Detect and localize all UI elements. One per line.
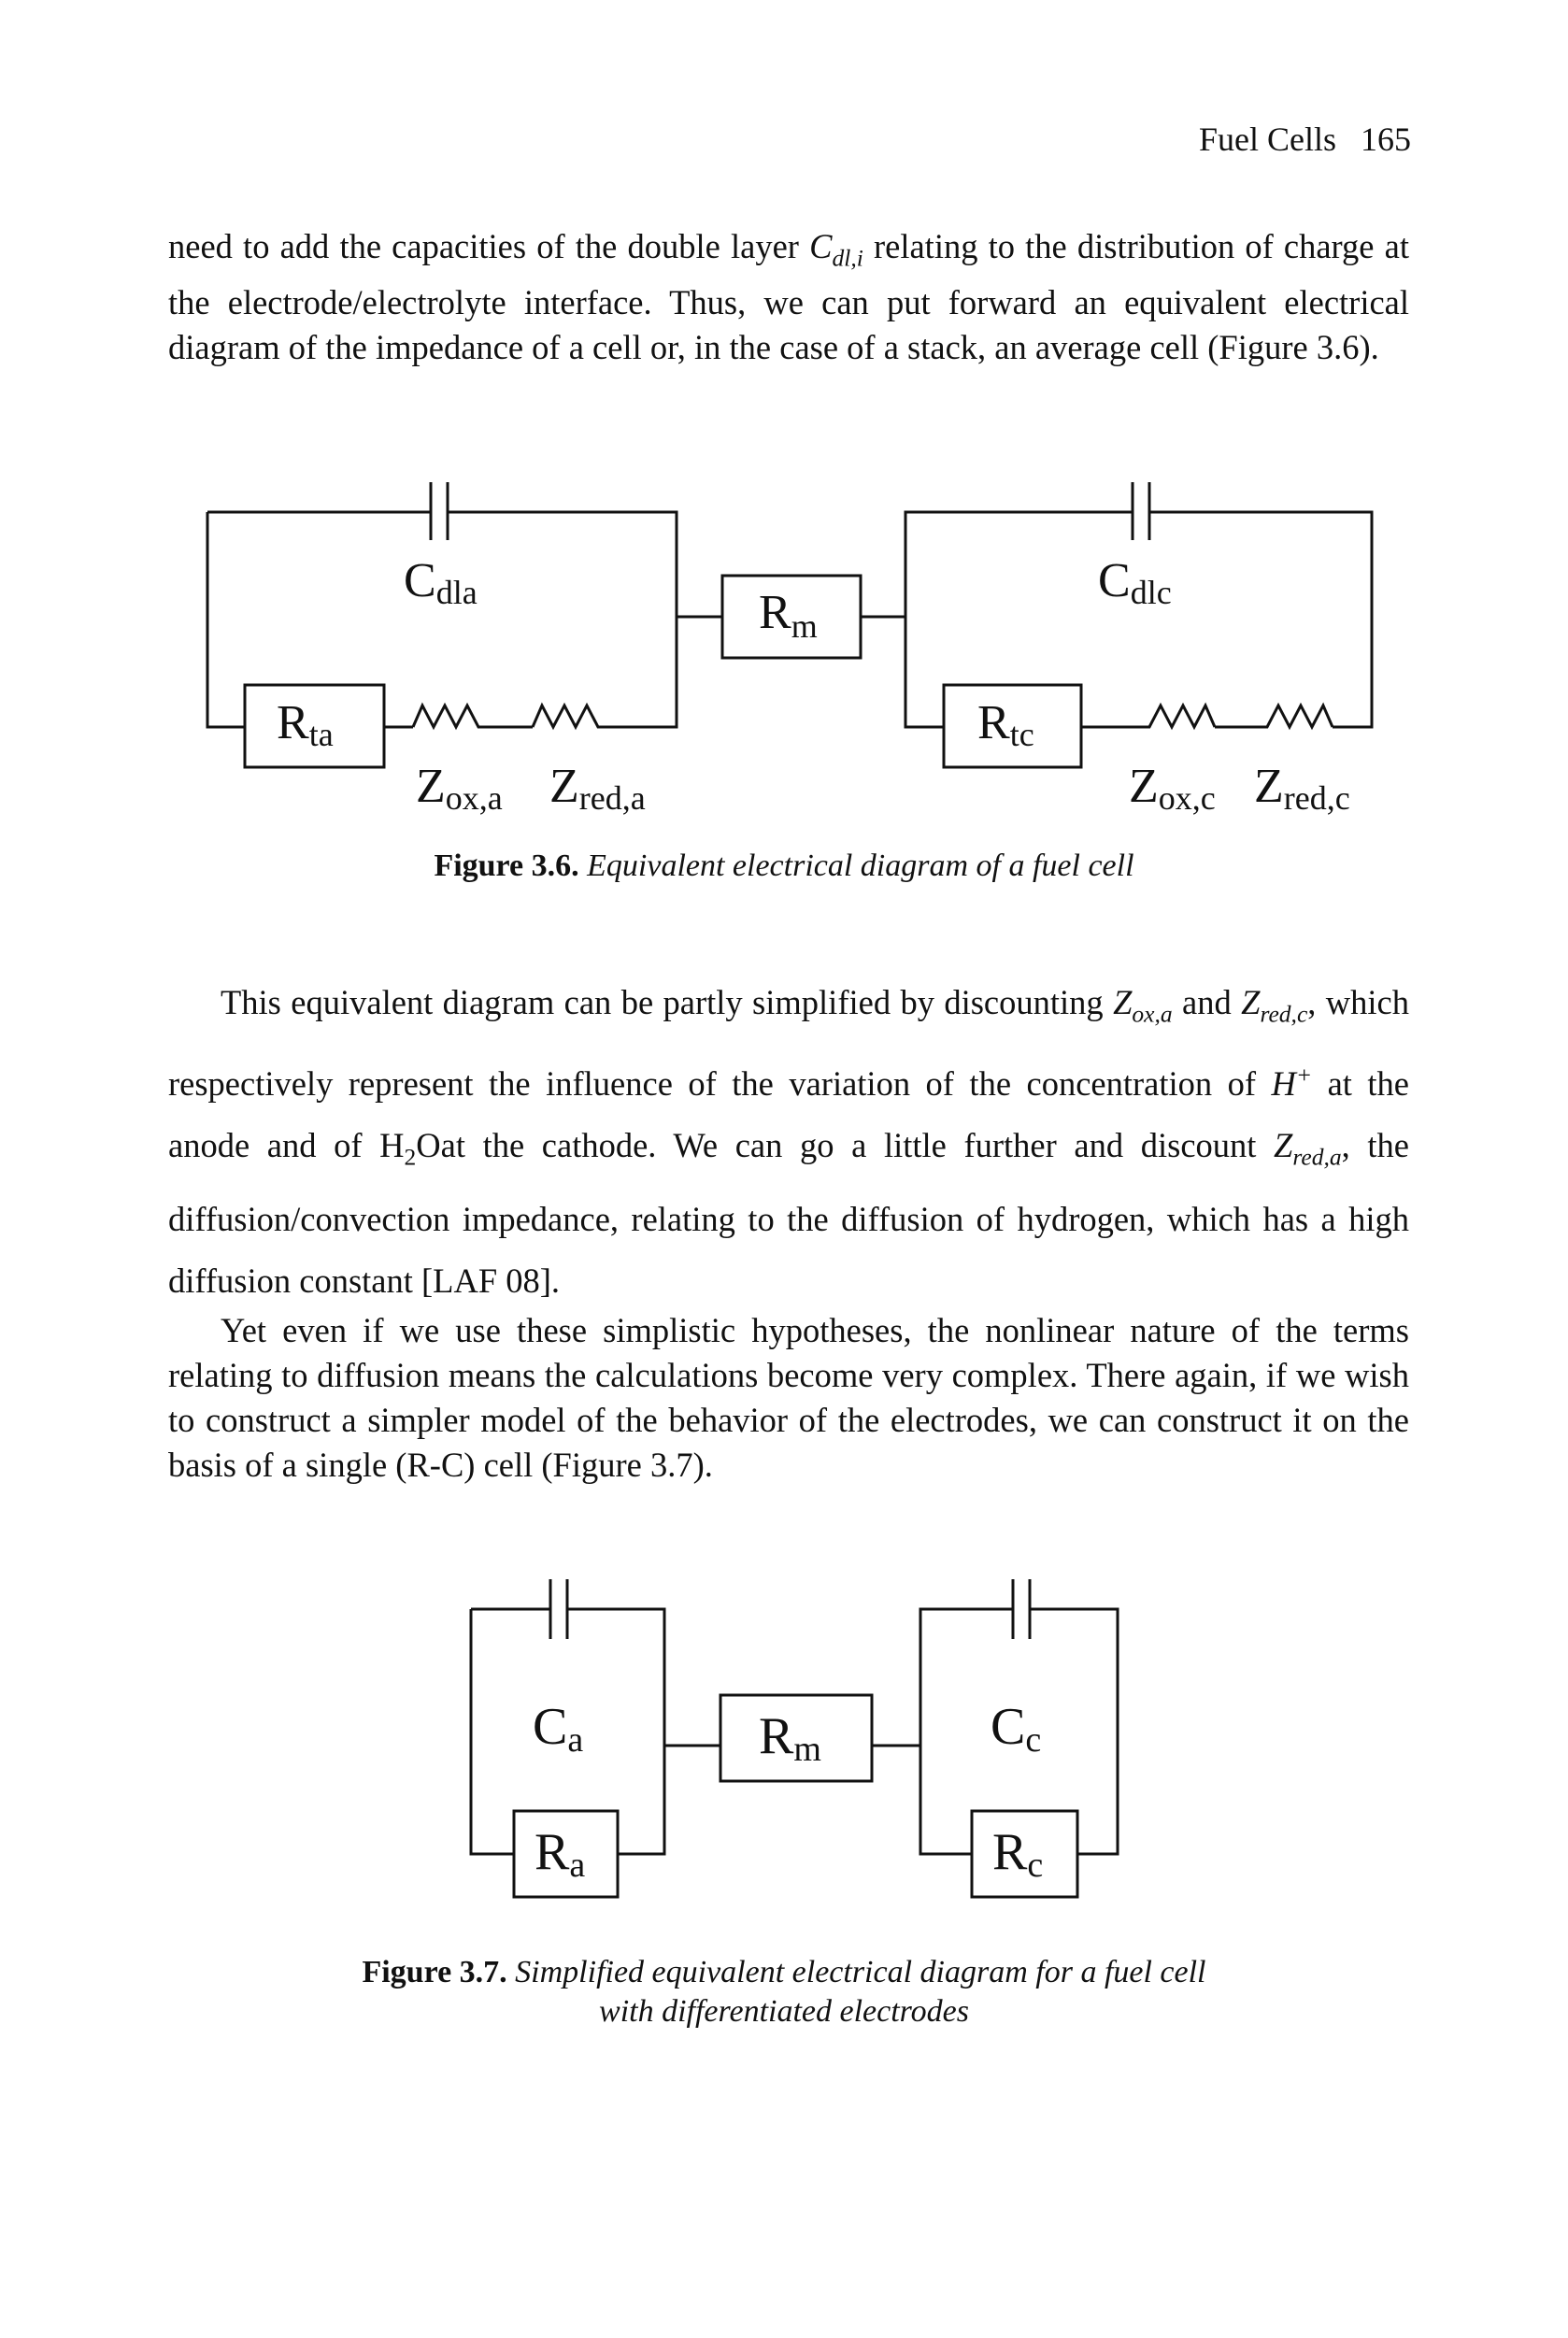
cathode-network [904,482,1374,769]
figure-3-7-caption-label: Figure 3.7. [362,1955,507,1989]
figure-3-7-caption-text-1: Simplified equivalent electrical diagram… [515,1955,1206,1989]
figure-3-6-caption-label: Figure 3.6. [434,848,579,883]
label-zred-c: Zred,c [1254,760,1350,817]
zox-a-resistor-symbol [411,702,488,731]
cc-capacitor-symbol [1011,1579,1032,1639]
figure-3-7-caption-line-1: Figure 3.7. Simplified equivalent electr… [0,1953,1568,1992]
zoxa-symbol: Zox,a [1113,983,1173,1028]
label-zred-a: Zred,a [549,760,646,817]
label-ca: Ca [533,1698,583,1760]
anode-rc-network [469,1579,666,1899]
label-rtc: Rtc [977,696,1034,753]
label-cdla: Cdla [404,554,478,611]
label-cc: Cc [991,1698,1041,1760]
rc-resistor-box [970,1809,1079,1899]
label-zox-c: Zox,c [1129,760,1216,817]
figure-3-7-caption-text-2: with differentiated electrodes [599,1994,969,2029]
cdlc-capacitor-symbol [1131,482,1151,540]
rta-resistor-box [243,683,386,769]
figure-3-7-caption: Figure 3.7. Simplified equivalent electr… [0,1953,1568,2031]
ra-resistor-box [512,1809,620,1899]
rm-resistor-box [720,574,862,660]
header-title: Fuel Cells [1198,121,1336,158]
figure-3-7-circuit: Ca Cc Rm Ra Rc [469,1579,1119,1899]
paragraph-2: This equivalent diagram can be partly si… [168,983,1410,1300]
cdli-symbol: Cdl,i [809,227,863,272]
hplus-symbol: H+ [1271,1062,1313,1104]
cdla-capacitor-symbol [429,482,449,540]
figure-3-6-circuit: Cdla Cdlc Rm Rta Rtc Zox,a Zred,a Zox,c … [206,482,1374,817]
label-rm: Rm [759,586,818,645]
label-rc: Rc [992,1823,1043,1885]
zox-c-resistor-symbol [1140,702,1217,731]
cathode-rc-network [919,1579,1119,1899]
ca-capacitor-symbol [549,1579,569,1639]
h2o-formula: H2O [379,1126,441,1171]
figure-3-6-caption: Figure 3.6. Equivalent electrical diagra… [0,847,1568,886]
figure-3-6-caption-text: Equivalent electrical diagram of a fuel … [587,848,1134,883]
label-ra: Ra [535,1823,585,1885]
label-cdlc: Cdlc [1098,554,1172,611]
label-rta: Rta [277,696,334,753]
label-zox-a: Zox,a [416,760,503,817]
zredc-symbol: Zred,c [1241,983,1308,1028]
paragraph-1-text-a: need to add the capacities of the double… [168,227,810,265]
paragraph-1-text-b: relating to the distribution of charge a… [168,227,1409,367]
rm-resistor-box-2 [719,1693,874,1783]
rtc-resistor-box [942,683,1083,769]
zred-c-resistor-symbol [1258,702,1334,731]
zred-a-resistor-symbol [531,702,607,731]
paragraph-1: need to add the capacities of the double… [168,224,1409,370]
page-number: 165 [1361,121,1411,158]
paragraph-3: Yet even if we use these simplistic hypo… [168,1311,1409,1484]
anode-network [206,482,678,769]
label-rm-2: Rm [759,1707,821,1769]
running-header: Fuel Cells 165 [1199,120,1411,159]
zreda-symbol: Zred,a [1274,1126,1342,1171]
